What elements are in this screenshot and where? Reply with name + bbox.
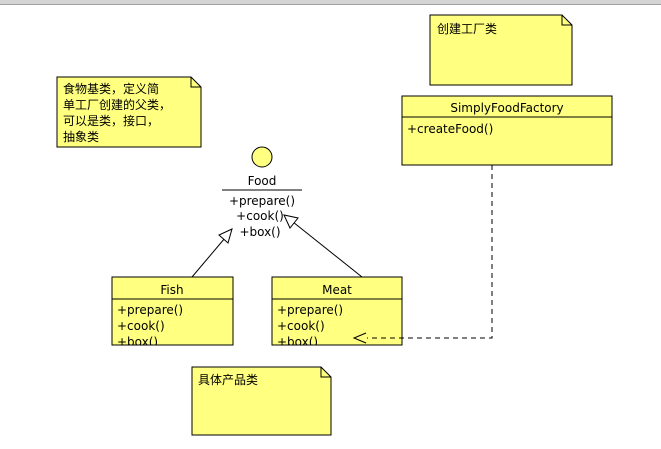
note-products[interactable]: 具体产品类 [191,366,332,436]
class-factory-name: SimplyFoodFactory [450,101,563,115]
interface-food[interactable]: Food +prepare() +cook() +box() [222,146,302,239]
note-base-line-4: 抽象类 [63,130,99,144]
class-fish-method-3: +box() [117,335,158,349]
realization-arrowhead-icon [218,228,233,244]
class-meat-method-3: +box() [277,335,318,349]
note-factory-text: 创建工厂类 [437,22,497,36]
note-base-line-2: 单工厂创建的父类， [63,97,171,112]
class-fish-method-1: +prepare() [117,303,183,317]
interface-food-method-3: +box() [239,225,280,239]
note-base-class[interactable]: 食物基类，定义简 单工厂创建的父类， 可以是类，接口， 抽象类 [56,76,202,148]
interface-food-method-1: +prepare() [229,194,295,208]
dependency-factory-meat[interactable] [352,165,493,344]
class-fish-method-2: +cook() [117,319,165,333]
class-meat-method-1: +prepare() [277,303,343,317]
note-base-line-3: 可以是类，接口， [63,113,159,128]
window-top-border [0,0,661,5]
class-simplyfoodfactory[interactable]: SimplyFoodFactory +createFood() [401,95,613,166]
class-factory-method: +createFood() [407,122,493,136]
note-base-line-1: 食物基类，定义简 [63,81,159,96]
class-meat-name: Meat [322,283,352,297]
dependency-arrowhead-icon [352,332,367,344]
class-meat-method-2: +cook() [277,319,325,333]
interface-circle-icon [251,146,273,168]
class-meat[interactable]: Meat +prepare() +cook() +box() [271,276,403,349]
class-fish-name: Fish [160,283,183,297]
class-fish[interactable]: Fish +prepare() +cook() +box() [111,276,234,349]
realization-meat-food[interactable] [283,214,363,278]
interface-food-name: Food [248,174,277,188]
realization-arrowhead-icon [283,214,299,229]
interface-food-method-2: +cook() [236,209,284,223]
note-products-text: 具体产品类 [198,373,258,387]
realization-fish-food[interactable] [191,228,233,278]
note-factory[interactable]: 创建工厂类 [429,14,573,86]
